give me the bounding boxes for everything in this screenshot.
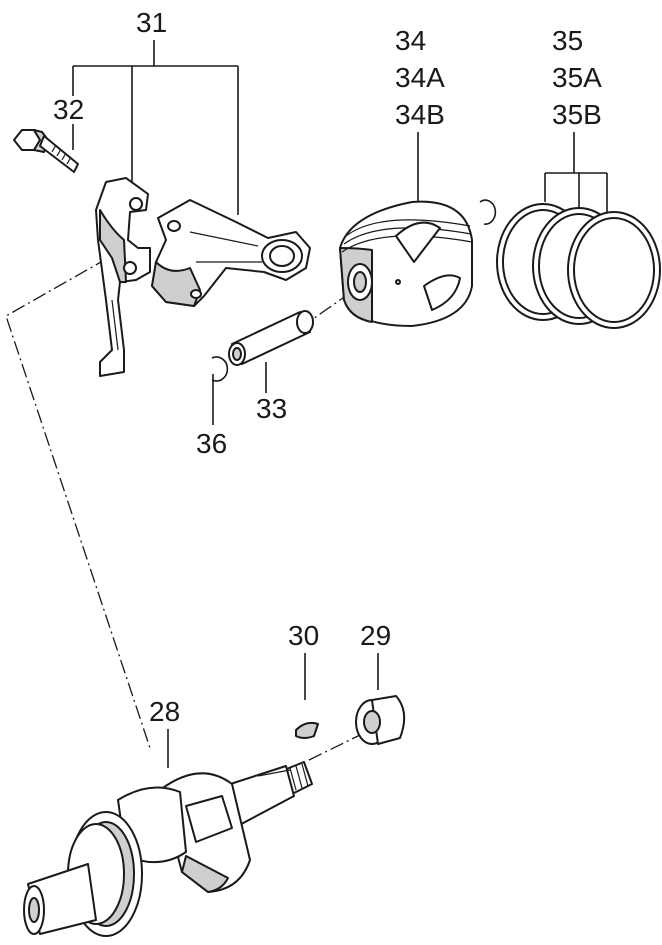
callout-28: 28 [149,696,180,727]
callout-35b: 35B [552,99,602,130]
key-30 [295,721,319,739]
callout-34: 34 [395,25,426,56]
callout-36: 36 [196,428,227,459]
conrod-cap [95,177,151,377]
piston-pin-33 [228,310,314,366]
piston-34 [339,200,473,327]
crankshaft-28 [23,761,313,937]
clip-36-piston-side [479,199,497,225]
piston-rings-35 [496,203,661,329]
bolt-32 [13,129,79,173]
nut-29 [355,695,406,745]
callout-32: 32 [53,94,84,125]
callout-34b: 34B [395,99,445,130]
callout-29: 29 [360,620,391,651]
callout-30: 30 [288,620,319,651]
callout-31: 31 [136,7,167,38]
conrod [151,199,311,307]
leader-lines [72,40,608,768]
clip-36 [211,356,229,382]
callout-34a: 34A [395,62,445,93]
callout-35: 35 [552,25,583,56]
callout-33: 33 [256,393,287,424]
callout-35a: 35A [552,62,602,93]
